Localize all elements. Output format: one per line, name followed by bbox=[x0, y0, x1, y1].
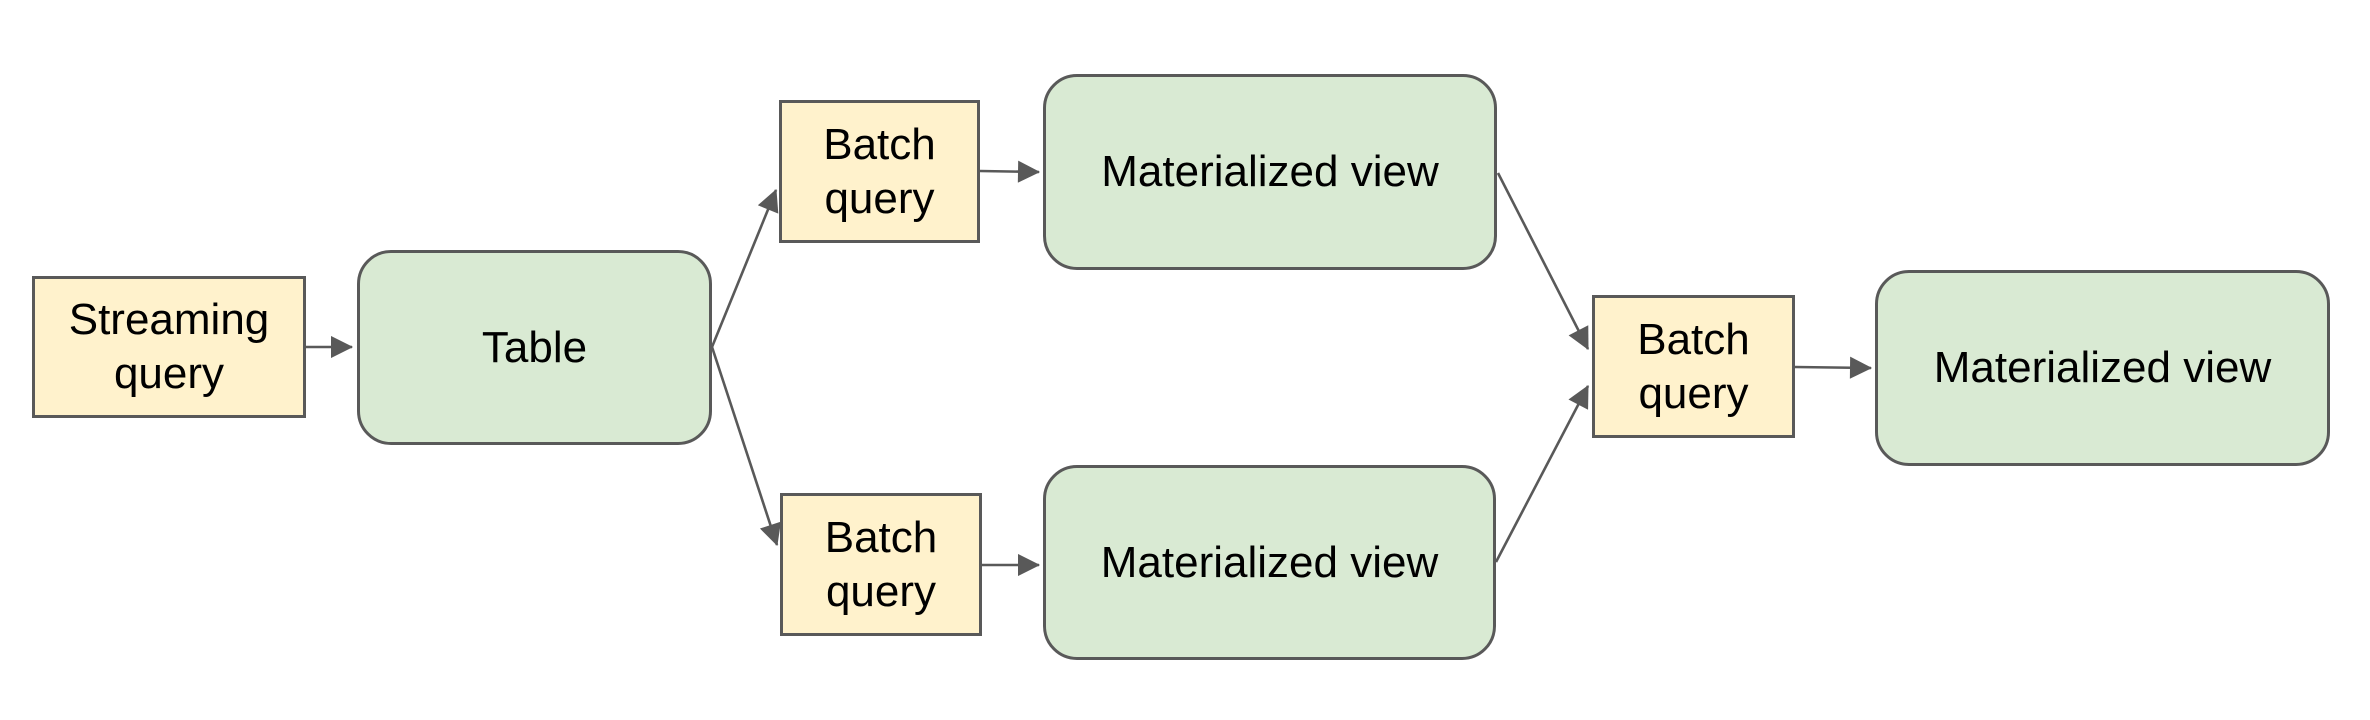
node-materialized-view-bottom: Materialized view bbox=[1043, 465, 1496, 660]
arrow-table-to-batch-query-top bbox=[710, 188, 779, 348]
node-materialized-view-top: Materialized view bbox=[1043, 74, 1497, 270]
node-batch-query-right: Batch query bbox=[1592, 295, 1795, 438]
node-label: Table bbox=[481, 322, 588, 372]
node-streaming-query: Streaming query bbox=[32, 276, 306, 418]
node-label: Batch query bbox=[823, 119, 936, 223]
arrow-batch-query-right-to-mv-right bbox=[1794, 356, 1873, 379]
node-label: Materialized view bbox=[1933, 343, 2272, 393]
node-batch-query-bottom: Batch query bbox=[780, 493, 982, 636]
node-batch-query-top: Batch query bbox=[779, 100, 980, 243]
arrow-batch-query-top-to-mv-top bbox=[979, 160, 1041, 183]
node-materialized-view-right: Materialized view bbox=[1875, 270, 2330, 466]
node-table: Table bbox=[357, 250, 712, 445]
arrow-table-to-batch-query-bottom bbox=[710, 346, 781, 547]
node-label: Materialized view bbox=[1100, 537, 1439, 587]
arrow-mv-top-to-batch-query-right bbox=[1496, 172, 1590, 350]
node-label: Materialized view bbox=[1101, 147, 1439, 197]
node-label: Batch query bbox=[824, 512, 938, 616]
node-label: Batch query bbox=[1637, 314, 1750, 418]
node-label: Streaming query bbox=[68, 295, 270, 398]
arrow-mv-bottom-to-batch-query-right bbox=[1494, 385, 1590, 563]
